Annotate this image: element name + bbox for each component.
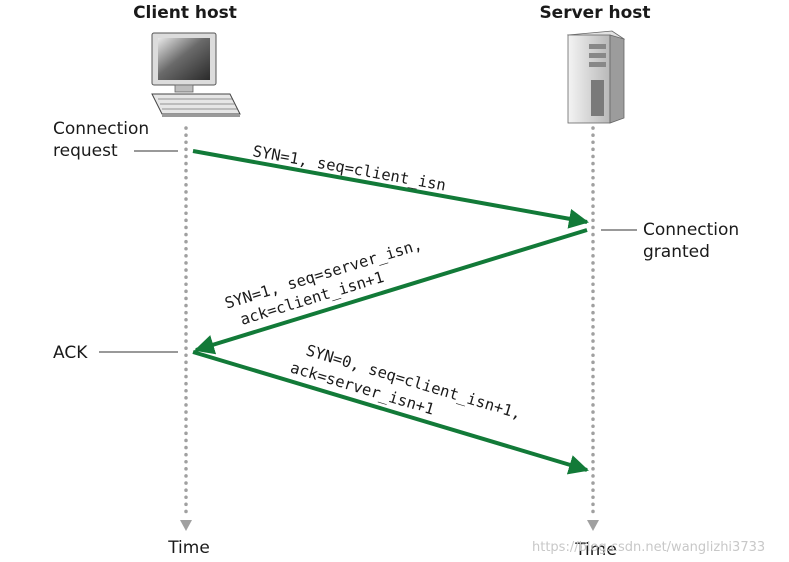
connection-request-label-line2: request [53,141,118,161]
server-time-label: Time [574,540,617,560]
server-timeline-arrowhead [587,520,599,531]
syn-arrow [192,149,589,229]
client-computer-icon [151,32,241,117]
server-tower-icon [566,30,626,124]
client-time-label: Time [167,538,210,558]
connection-granted-label-line1: Connection [643,220,739,240]
synack-arrow [194,228,588,355]
synack-message-label: SYN=1, seq=server_isn, ack=client_isn+1 [223,235,425,328]
ack-label: ACK [53,343,88,363]
connection-granted-label-line2: granted [643,242,710,262]
connection-request-label-line1: Connection [53,119,149,139]
ack-arrow [192,350,589,475]
server-host-title: Server host [539,3,650,23]
client-timeline-arrowhead [180,520,192,531]
watermark-text: https://blog.csdn.net/wanglizhi3733 [532,540,765,555]
client-host-title: Client host [133,3,237,23]
